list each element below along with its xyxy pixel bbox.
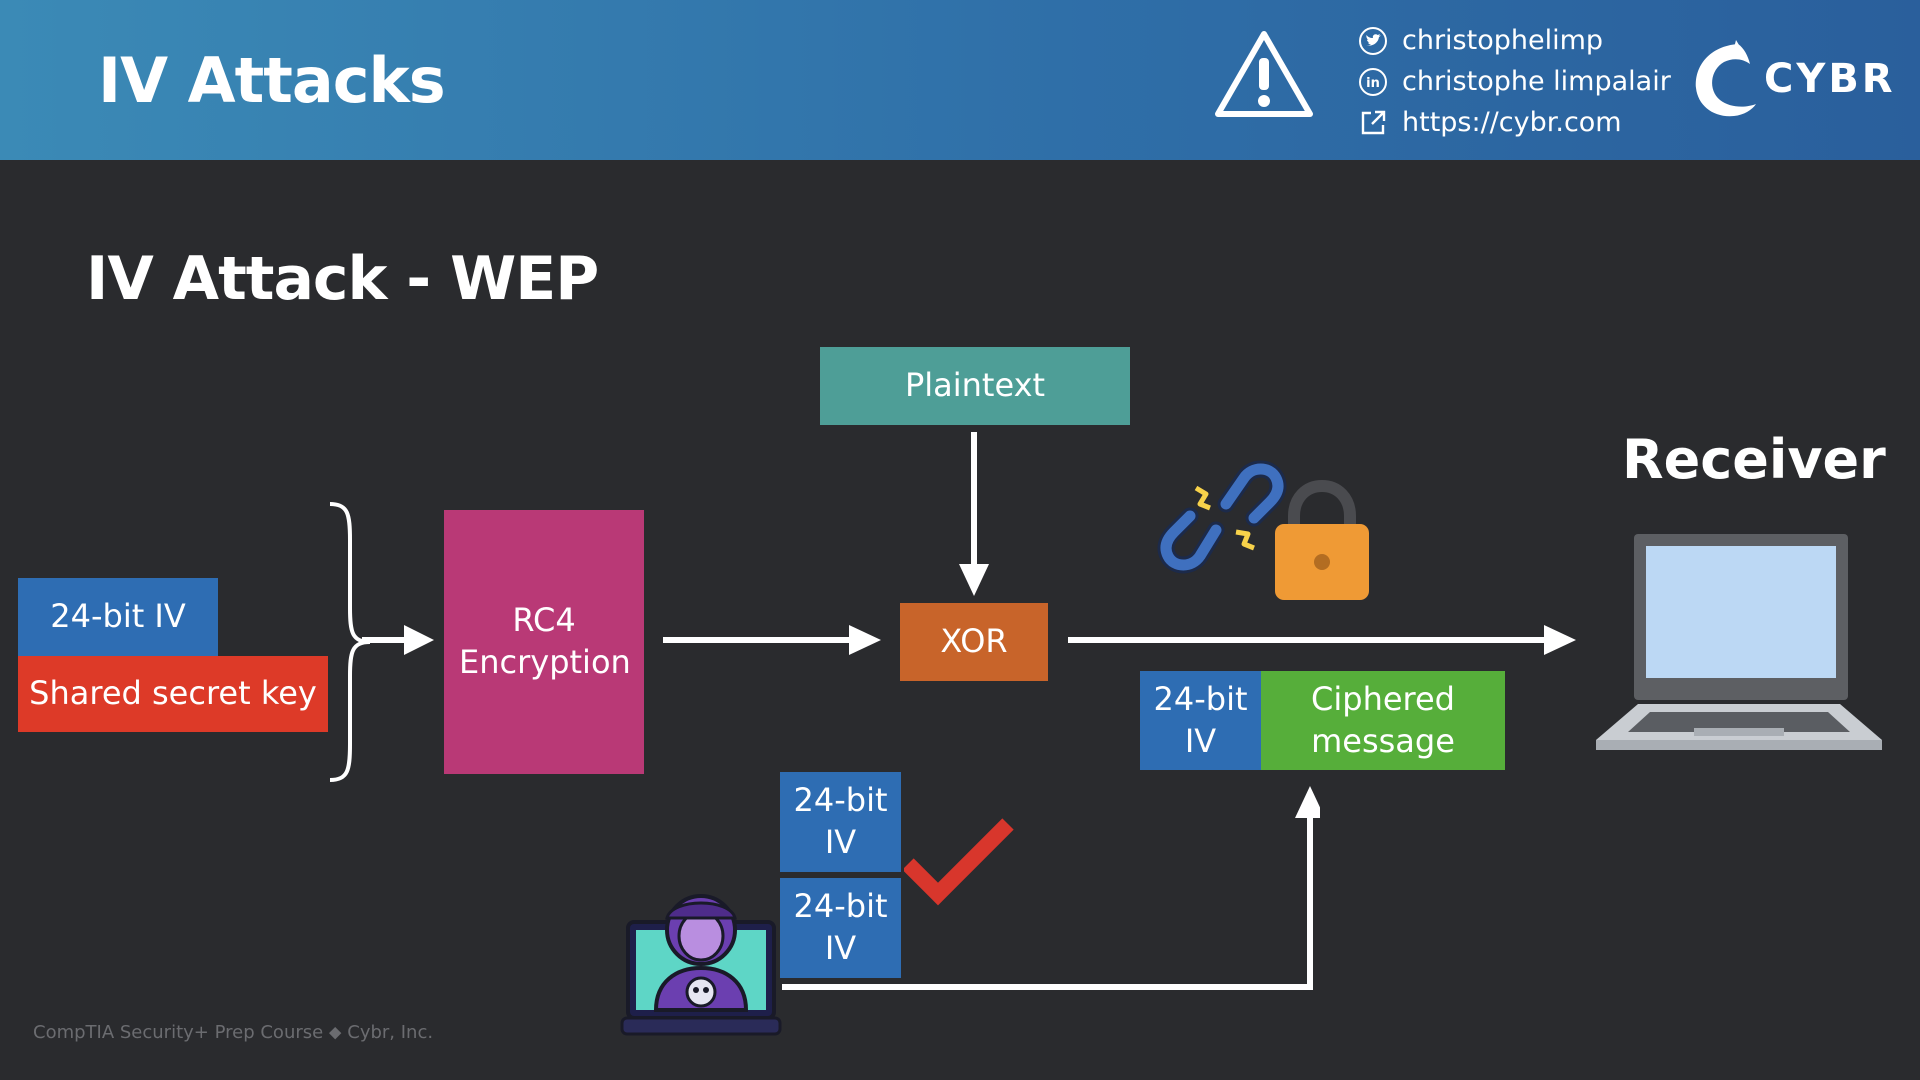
cipher-iv-box: 24-bit IV xyxy=(1140,671,1261,770)
linkedin-icon: in xyxy=(1359,67,1387,96)
arrow-rc4-to-xor xyxy=(663,625,881,655)
svg-text:in: in xyxy=(1366,76,1380,91)
page-title: IV Attacks xyxy=(98,44,446,117)
arrow-hacker-to-cipher xyxy=(782,786,1320,990)
captured-iv-label-1: 24-bit IV xyxy=(793,781,888,861)
captured-iv-box-2: 24-bit IV xyxy=(780,878,901,978)
external-link-icon xyxy=(1361,110,1386,134)
hacker-icon xyxy=(620,894,782,1036)
shared-key-box: Shared secret key xyxy=(18,656,328,732)
warning-icon xyxy=(1215,31,1313,117)
cipher-iv-label: 24-bit IV xyxy=(1153,679,1248,760)
padlock-icon xyxy=(1275,479,1369,600)
captured-iv-label-2: 24-bit IV xyxy=(793,887,888,967)
iv-box: 24-bit IV xyxy=(18,578,218,656)
website-link[interactable]: https://cybr.com xyxy=(1358,102,1671,143)
receiver-label: Receiver xyxy=(1622,428,1886,491)
shared-key-label: Shared secret key xyxy=(29,674,317,713)
footer-text: CompTIA Security+ Prep Course ⬥ Cybr, In… xyxy=(33,1022,434,1043)
section-title: IV Attack - WEP xyxy=(86,244,599,314)
xor-label: XOR xyxy=(940,622,1008,661)
captured-iv-box-1: 24-bit IV xyxy=(780,772,901,872)
twitter-handle: christophelimp xyxy=(1402,25,1604,56)
twitter-icon xyxy=(1359,26,1387,55)
broken-chain-icon xyxy=(1157,460,1287,574)
rc4-encryption-box: RC4 Encryption xyxy=(444,510,644,774)
xor-box: XOR xyxy=(900,603,1048,681)
arrow-xor-to-receiver xyxy=(1068,625,1576,655)
linkedin-link[interactable]: in christophe limpalair xyxy=(1358,61,1671,102)
plaintext-label: Plaintext xyxy=(904,366,1046,405)
plaintext-box: Plaintext xyxy=(820,347,1130,425)
arrow-to-rc4 xyxy=(362,625,434,655)
ciphered-message-label: Ciphered message xyxy=(1311,679,1455,760)
website-url: https://cybr.com xyxy=(1402,107,1622,138)
iv-label: 24-bit IV xyxy=(50,597,186,636)
arrow-plaintext-to-xor xyxy=(959,432,989,596)
logo-text: CYBR xyxy=(1764,56,1896,102)
ciphered-message-box: Ciphered message xyxy=(1261,671,1505,770)
twitter-link[interactable]: christophelimp xyxy=(1358,20,1671,61)
linkedin-name: christophe limpalair xyxy=(1402,66,1671,97)
checkmark-icon xyxy=(904,818,1014,906)
cybr-logo: CYBR xyxy=(1690,38,1896,120)
rc4-label: RC4 Encryption xyxy=(459,601,631,681)
dragon-logo-icon xyxy=(1695,40,1756,117)
header-bar: IV Attacks christophelimp in christophe … xyxy=(0,0,1920,160)
social-links: christophelimp in christophe limpalair h… xyxy=(1358,20,1671,143)
laptop-icon xyxy=(1596,534,1882,750)
